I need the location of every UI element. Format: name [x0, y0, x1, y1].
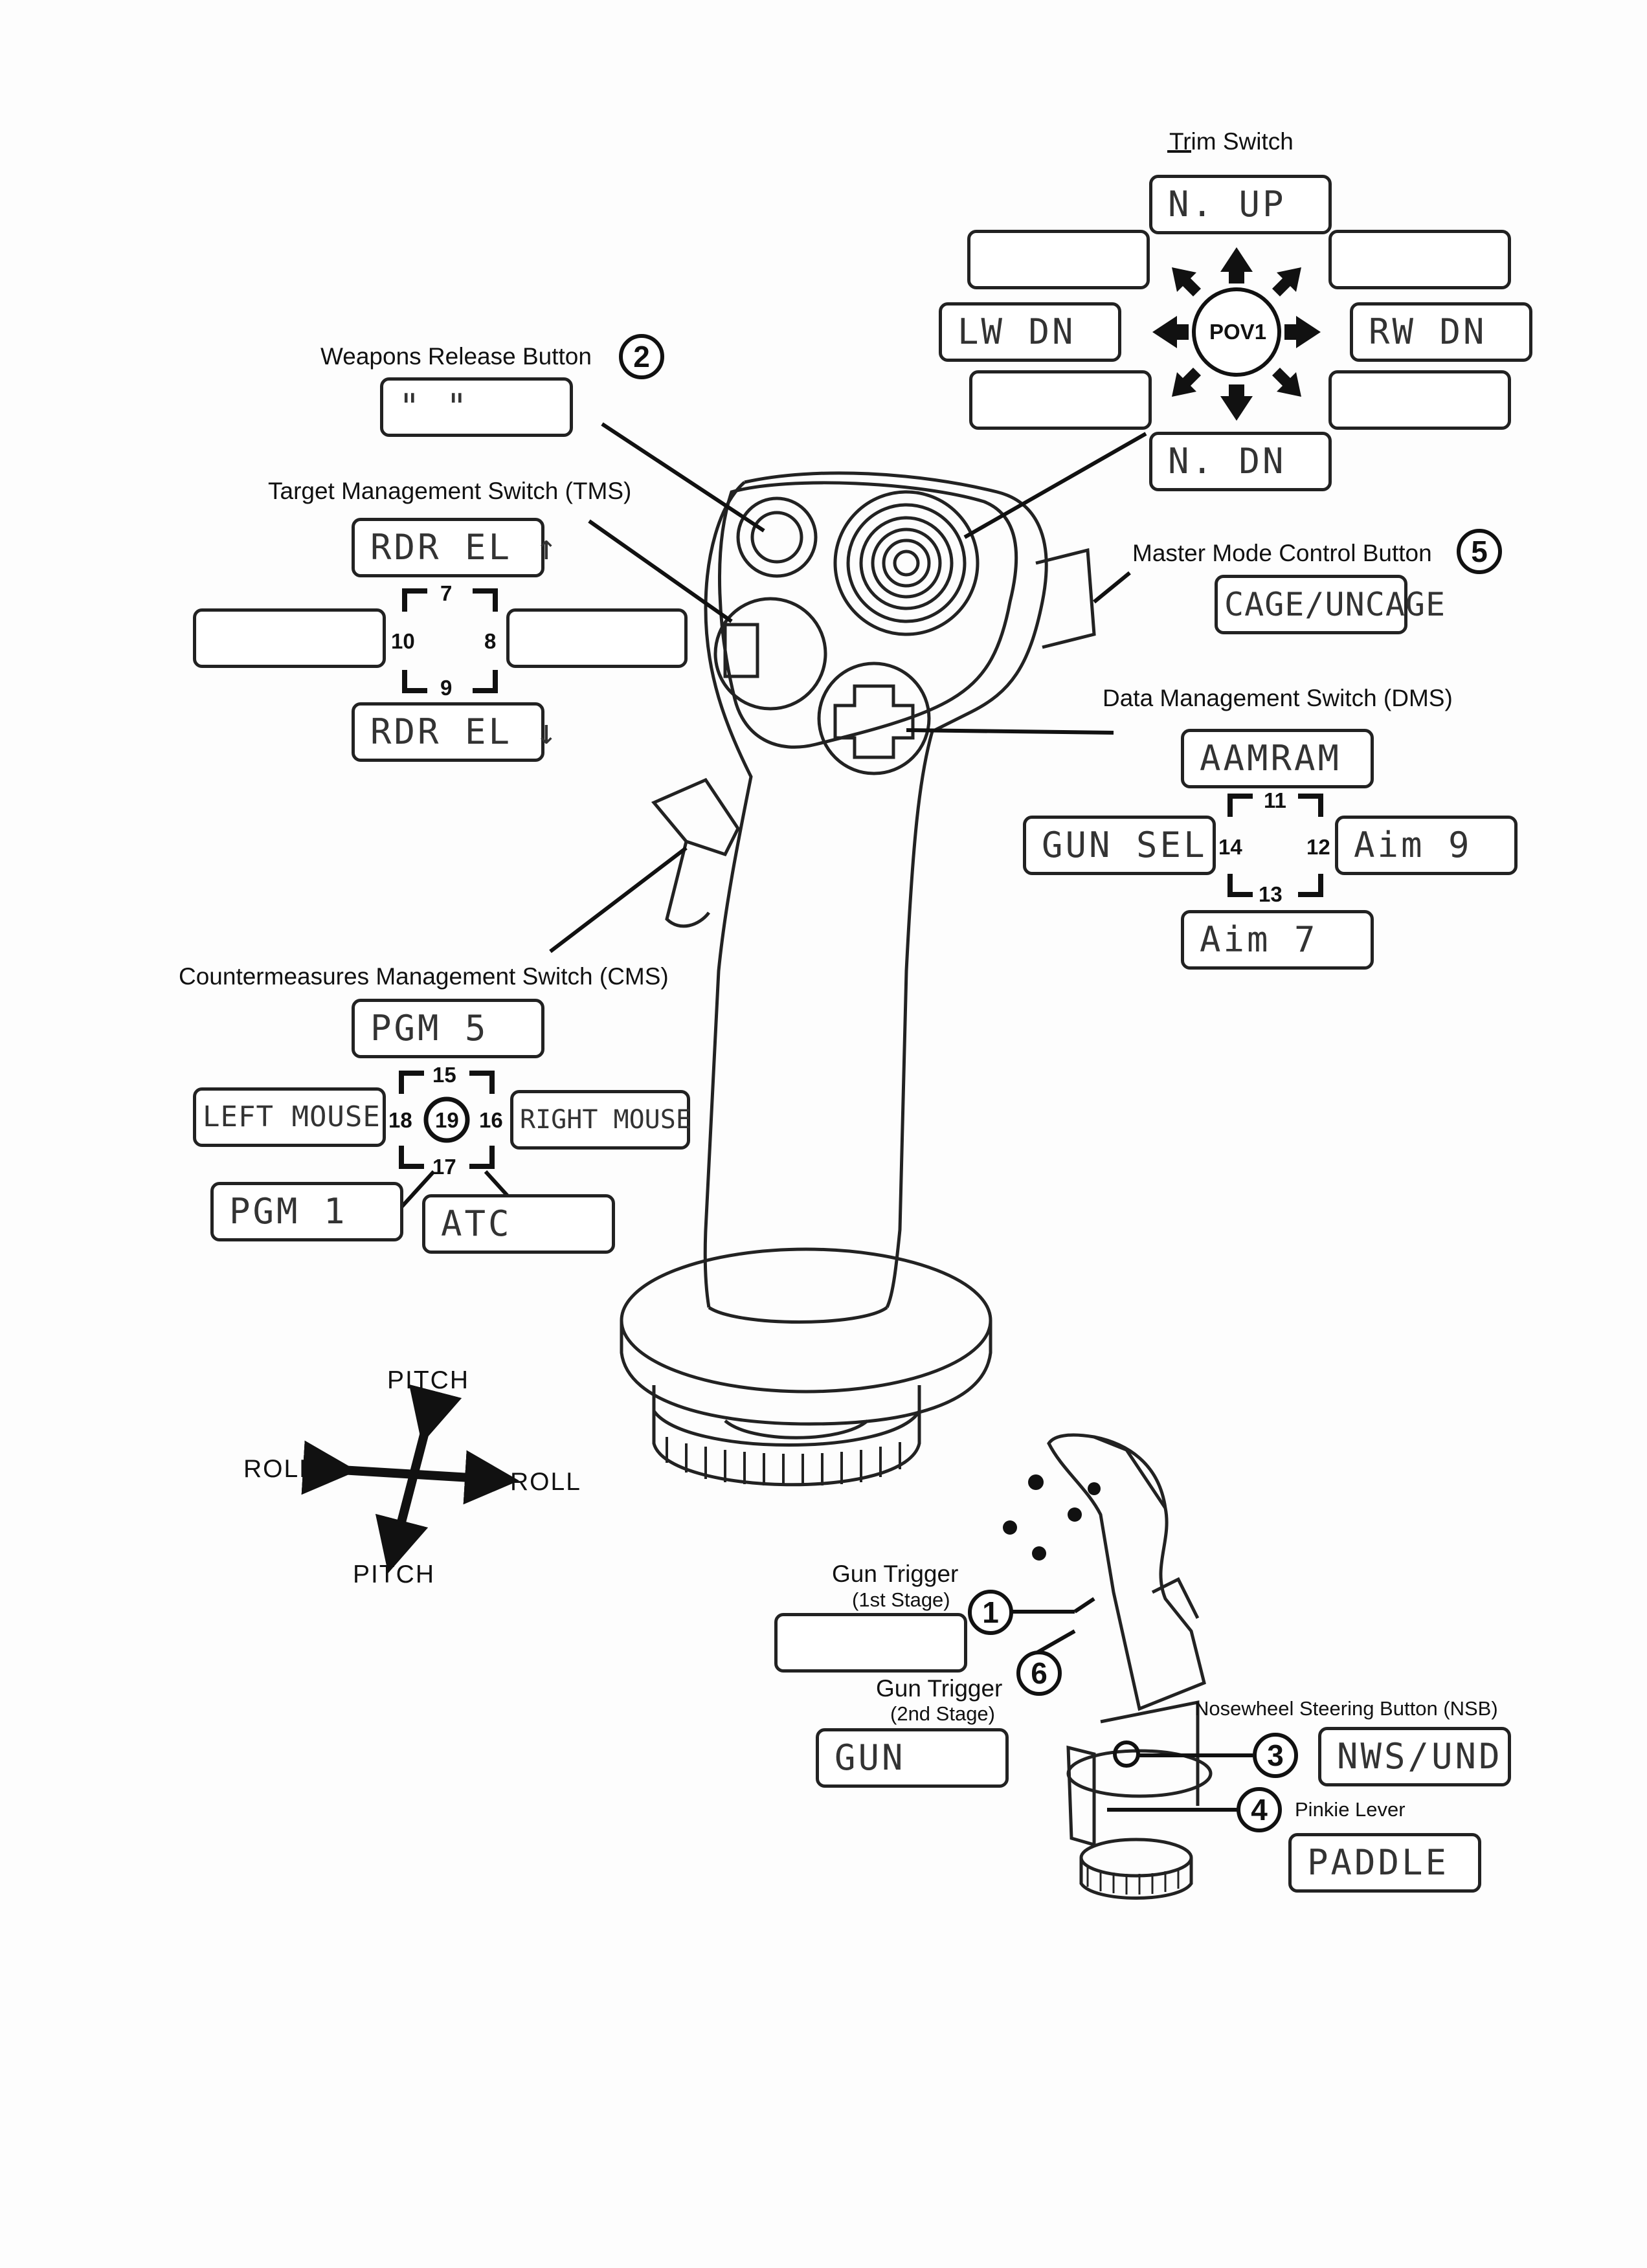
trim-right-field[interactable]: RW DN [1350, 302, 1532, 362]
cms-num-16: 16 [479, 1108, 503, 1132]
side-knurl [1086, 1867, 1180, 1895]
tms-down-field[interactable]: RDR EL ↓ [352, 702, 557, 762]
cms-up-field[interactable]: PGM 5 [352, 999, 544, 1058]
pinkie-lever-label: Pinkie Lever [1295, 1798, 1406, 1821]
cms-down-right-field[interactable]: ATC [422, 1194, 615, 1254]
badge-6: 6 [1016, 1651, 1062, 1696]
badge-2: 2 [619, 334, 664, 379]
gun-trigger-1-sublabel: (1st Stage) [852, 1588, 950, 1611]
tms-num-7: 7 [440, 581, 453, 605]
trim-down-right-field[interactable] [1328, 370, 1511, 430]
cms-num-19: 19 [435, 1108, 459, 1132]
leader-lines [399, 422, 1253, 1812]
pinkie-lever-field[interactable]: PADDLE [1288, 1833, 1481, 1893]
dms-up-field[interactable]: AAMRAM [1181, 729, 1374, 788]
cms-num-17: 17 [432, 1155, 456, 1179]
trim-down-left-field[interactable] [969, 370, 1152, 430]
weapons-release-label: Weapons Release Button [320, 343, 592, 370]
badge-3: 3 [1253, 1733, 1298, 1778]
trim-left-field[interactable]: LW DN [939, 302, 1121, 362]
tms-up-field[interactable]: RDR EL ↑ [352, 518, 557, 577]
badge-1: 1 [968, 1590, 1013, 1635]
joystick-side-illustration [1047, 1433, 1213, 1900]
trim-pov-hat [1152, 247, 1321, 421]
cms-right-field[interactable]: RIGHT MOUSE [510, 1090, 691, 1150]
cms-num-15: 15 [432, 1063, 456, 1087]
gun-trigger-1-label: Gun Trigger [832, 1561, 959, 1587]
tms-num-9: 9 [440, 676, 453, 700]
dms-num-11: 11 [1264, 788, 1286, 812]
trim-up-field[interactable]: N. UP [1149, 175, 1332, 234]
cms-down-left-field[interactable]: PGM 1 [210, 1182, 403, 1241]
tms-num-8: 8 [484, 629, 497, 653]
side-grip-dots [1003, 1474, 1101, 1561]
tms-label: Target Management Switch (TMS) [268, 478, 632, 504]
weapons-release-field[interactable]: " " [380, 377, 573, 437]
dms-left-field[interactable]: GUN SEL [1023, 816, 1216, 875]
base-knurl [666, 1437, 901, 1486]
dms-num-14: 14 [1218, 835, 1242, 859]
dms-num-13: 13 [1259, 882, 1283, 906]
dms-right-field[interactable]: Aim 9 [1335, 816, 1518, 875]
cms-num-18: 18 [388, 1108, 412, 1132]
badge-4: 4 [1237, 1787, 1282, 1832]
trim-up-left-field[interactable] [967, 230, 1150, 289]
trim-switch-label: Trim Switch [1169, 128, 1294, 155]
tms-left-field[interactable] [193, 608, 386, 668]
cms-label: Countermeasures Management Switch (CMS) [179, 963, 669, 990]
trim-up-right-field[interactable] [1328, 230, 1511, 289]
nsb-field[interactable]: NWS/UND [1318, 1727, 1511, 1786]
pitch-roll-cross [301, 1384, 519, 1573]
gun-trigger-1-field[interactable] [774, 1613, 967, 1673]
pov1-label: POV1 [1209, 320, 1267, 344]
pitch-bottom-label: PITCH [353, 1561, 435, 1588]
joystick-grip-illustration [620, 471, 1096, 1487]
trim-down-field[interactable]: N. DN [1149, 432, 1332, 491]
nsb-label: Nosewheel Steering Button (NSB) [1194, 1697, 1498, 1720]
gun-trigger-2-sublabel: (2nd Stage) [890, 1702, 995, 1725]
switch-brackets [399, 588, 1323, 1169]
master-mode-label: Master Mode Control Button [1132, 540, 1432, 566]
gun-trigger-2-field[interactable]: GUN [816, 1728, 1009, 1788]
dms-down-field[interactable]: Aim 7 [1181, 910, 1374, 970]
cms-left-field[interactable]: LEFT MOUSE [193, 1087, 386, 1147]
roll-right-label: ROLL [510, 1468, 581, 1496]
pitch-top-label: PITCH [387, 1366, 469, 1394]
roll-left-label: ROLL [243, 1455, 315, 1483]
gun-trigger-2-label: Gun Trigger [876, 1675, 1003, 1702]
badge-5: 5 [1457, 529, 1502, 574]
tms-right-field[interactable] [506, 608, 688, 668]
tms-num-10: 10 [391, 629, 415, 653]
dms-label: Data Management Switch (DMS) [1103, 685, 1453, 711]
master-mode-field[interactable]: CAGE/UNCAGE [1215, 575, 1445, 634]
dms-num-12: 12 [1306, 835, 1330, 859]
